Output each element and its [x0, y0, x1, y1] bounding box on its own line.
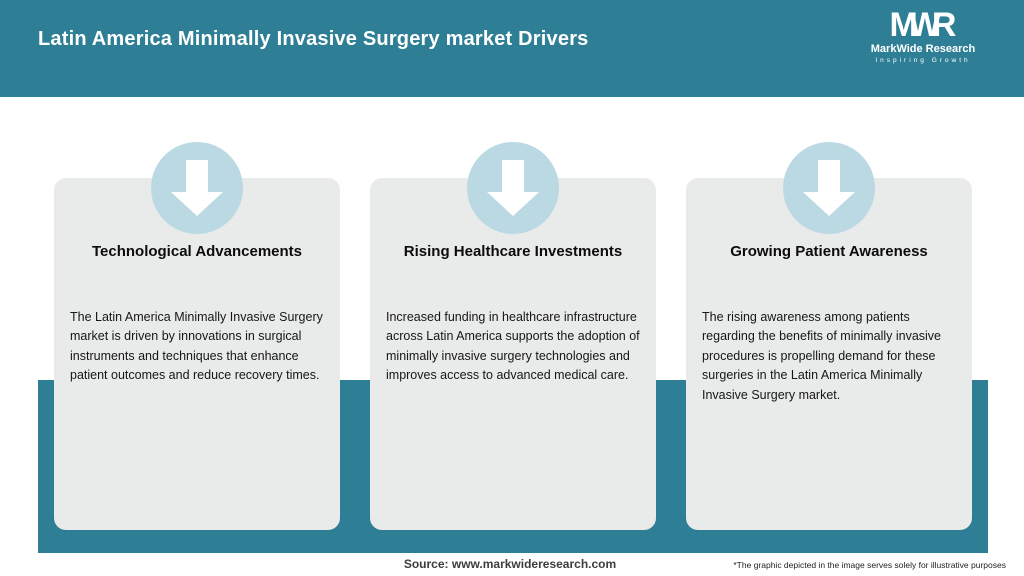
card-title: Technological Advancements	[91, 243, 303, 260]
arrow-down-icon	[803, 160, 855, 218]
arrow-down-icon	[171, 160, 223, 218]
arrow-circle	[467, 142, 559, 234]
footer-source: Source: www.markwideresearch.com	[403, 557, 617, 571]
header-bar: Latin America Minimally Invasive Surgery…	[0, 0, 1024, 97]
footer-disclaimer: *The graphic depicted in the image serve…	[733, 560, 1006, 570]
card-body: The Latin America Minimally Invasive Sur…	[70, 310, 323, 383]
card-body: Increased funding in healthcare infrastr…	[386, 310, 640, 383]
markwide-research-logo: MWR MarkWide Research Inspiring Growth	[848, 8, 998, 64]
page-title: Latin America Minimally Invasive Surgery…	[38, 28, 589, 50]
driver-card: Technological Advancements The Latin Ame…	[54, 178, 340, 530]
card-title: Rising Healthcare Investments	[403, 243, 623, 260]
arrow-down-icon	[487, 160, 539, 218]
driver-card: Growing Patient Awareness The rising awa…	[686, 178, 972, 530]
logo-name: MarkWide Research	[870, 43, 976, 55]
logo-tagline: Inspiring Growth	[875, 57, 971, 64]
card-body: The rising awareness among patients rega…	[702, 310, 942, 402]
card-title: Growing Patient Awareness	[730, 243, 928, 260]
arrow-circle	[783, 142, 875, 234]
arrow-circle	[151, 142, 243, 234]
logo-monogram: MWR	[889, 6, 957, 44]
driver-card: Rising Healthcare Investments Increased …	[370, 178, 656, 530]
